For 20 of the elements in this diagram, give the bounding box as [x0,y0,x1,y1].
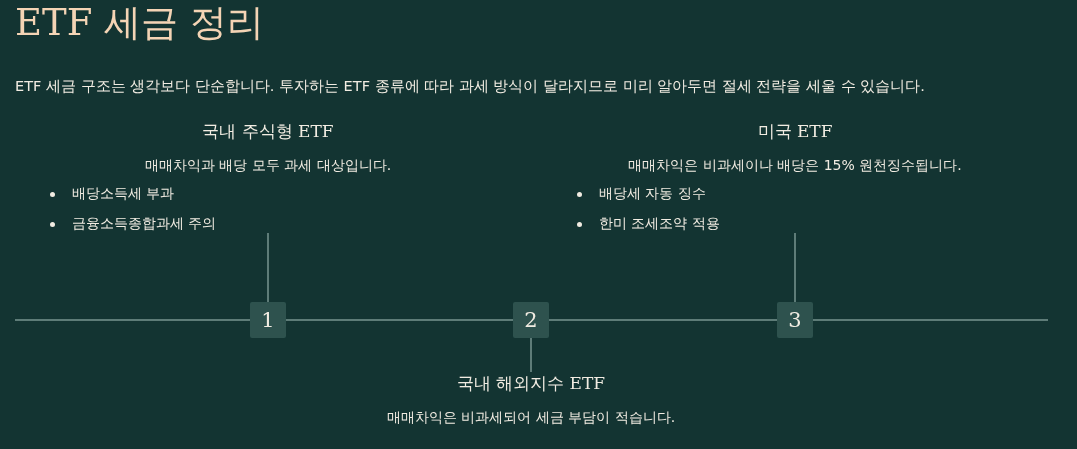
section-heading: 국내 주식형 ETF [202,120,334,143]
step-number: 2 [513,302,549,338]
bullet-item: 금융소득종합과세 주의 [50,215,516,233]
bullet-item: 배당세 자동 징수 [577,185,1043,203]
section-heading: 국내 해외지수 ETF [456,372,606,395]
connector-line [267,232,269,303]
bullet-item: 한미 조세조약 적용 [577,215,1043,233]
page-title: ETF 세금 정리 [15,0,264,46]
connector-line [794,232,796,303]
connector-line [285,319,514,321]
bullet-item: 배당소득세 부과 [50,185,516,203]
connector-line [548,319,778,321]
step-number: 3 [777,302,813,338]
description-text: 매매차익은 비과세되어 세금 부담이 적습니다. [386,409,676,427]
connector-line [530,337,532,373]
step-number: 1 [250,302,286,338]
description-text: 매매차익은 비과세이나 배당은 15% 원천징수됩니다. [628,157,962,175]
intro-text: ETF 세금 구조는 생각보다 단순합니다. 투자하는 ETF 종류에 따라 과세 방식이 달라지므로 미리 알아두면 절세 전략을 세울 수 있습니다. [15,77,925,96]
description-text: 매매차익과 배당 모두 과세 대상입니다. [144,157,392,175]
section-heading: 미국 ETF [757,120,833,143]
